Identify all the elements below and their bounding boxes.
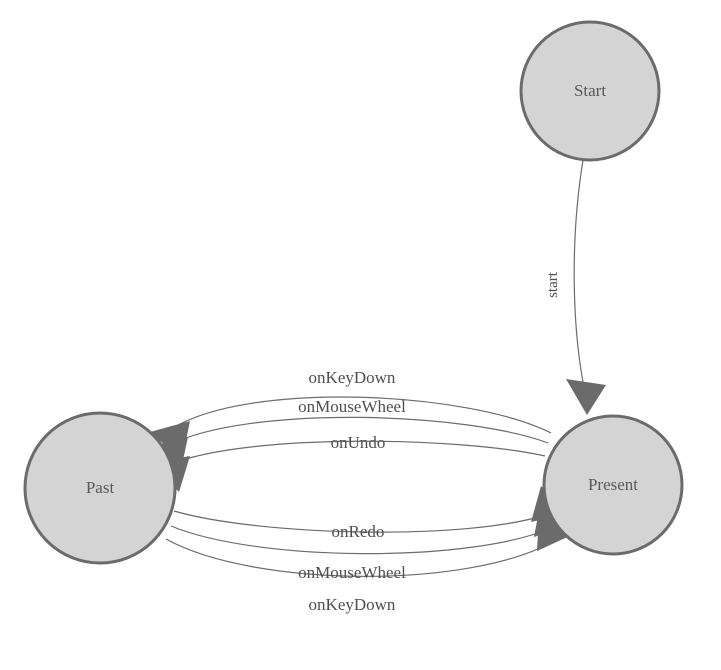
- arrowhead-past-present-3: [537, 513, 574, 551]
- arrowhead-start: [566, 379, 606, 415]
- edge-label-onmousewheel-upper: onMouseWheel: [298, 397, 406, 416]
- node-present-label: Present: [588, 475, 638, 494]
- edge-label-onundo: onUndo: [331, 433, 386, 452]
- node-start-circle: [519, 20, 661, 162]
- node-past-circle: [23, 411, 177, 565]
- edge-path-present-past-3: [170, 440, 546, 465]
- node-layer: Start Past Present: [23, 20, 684, 565]
- edge-past-to-present-onkeydown[interactable]: [165, 513, 574, 577]
- edge-label-onkeydown-upper: onKeyDown: [309, 368, 396, 387]
- edge-path-present-past-1: [170, 396, 552, 434]
- node-past[interactable]: Past: [23, 411, 177, 565]
- edge-path-start: [573, 159, 586, 393]
- node-start-label: Start: [574, 81, 606, 100]
- node-present-circle: [542, 414, 684, 556]
- edge-path-past-present-3: [165, 538, 555, 577]
- edge-path-past-present-1: [173, 510, 549, 533]
- edge-path-past-present-2: [170, 525, 552, 555]
- node-past-label: Past: [86, 478, 115, 497]
- edge-label-start: start: [545, 271, 561, 298]
- node-present[interactable]: Present: [542, 414, 684, 556]
- edge-label-layer: onKeyDown onMouseWheel onUndo onRedo onM…: [298, 368, 406, 614]
- edge-label-onmousewheel-lower: onMouseWheel: [298, 563, 406, 582]
- edge-label-onkeydown-lower: onKeyDown: [309, 595, 396, 614]
- edge-path-present-past-2: [168, 416, 549, 446]
- node-start[interactable]: Start: [519, 20, 661, 162]
- edge-label-onredo: onRedo: [332, 522, 385, 541]
- edge-start-to-present[interactable]: start: [545, 159, 606, 415]
